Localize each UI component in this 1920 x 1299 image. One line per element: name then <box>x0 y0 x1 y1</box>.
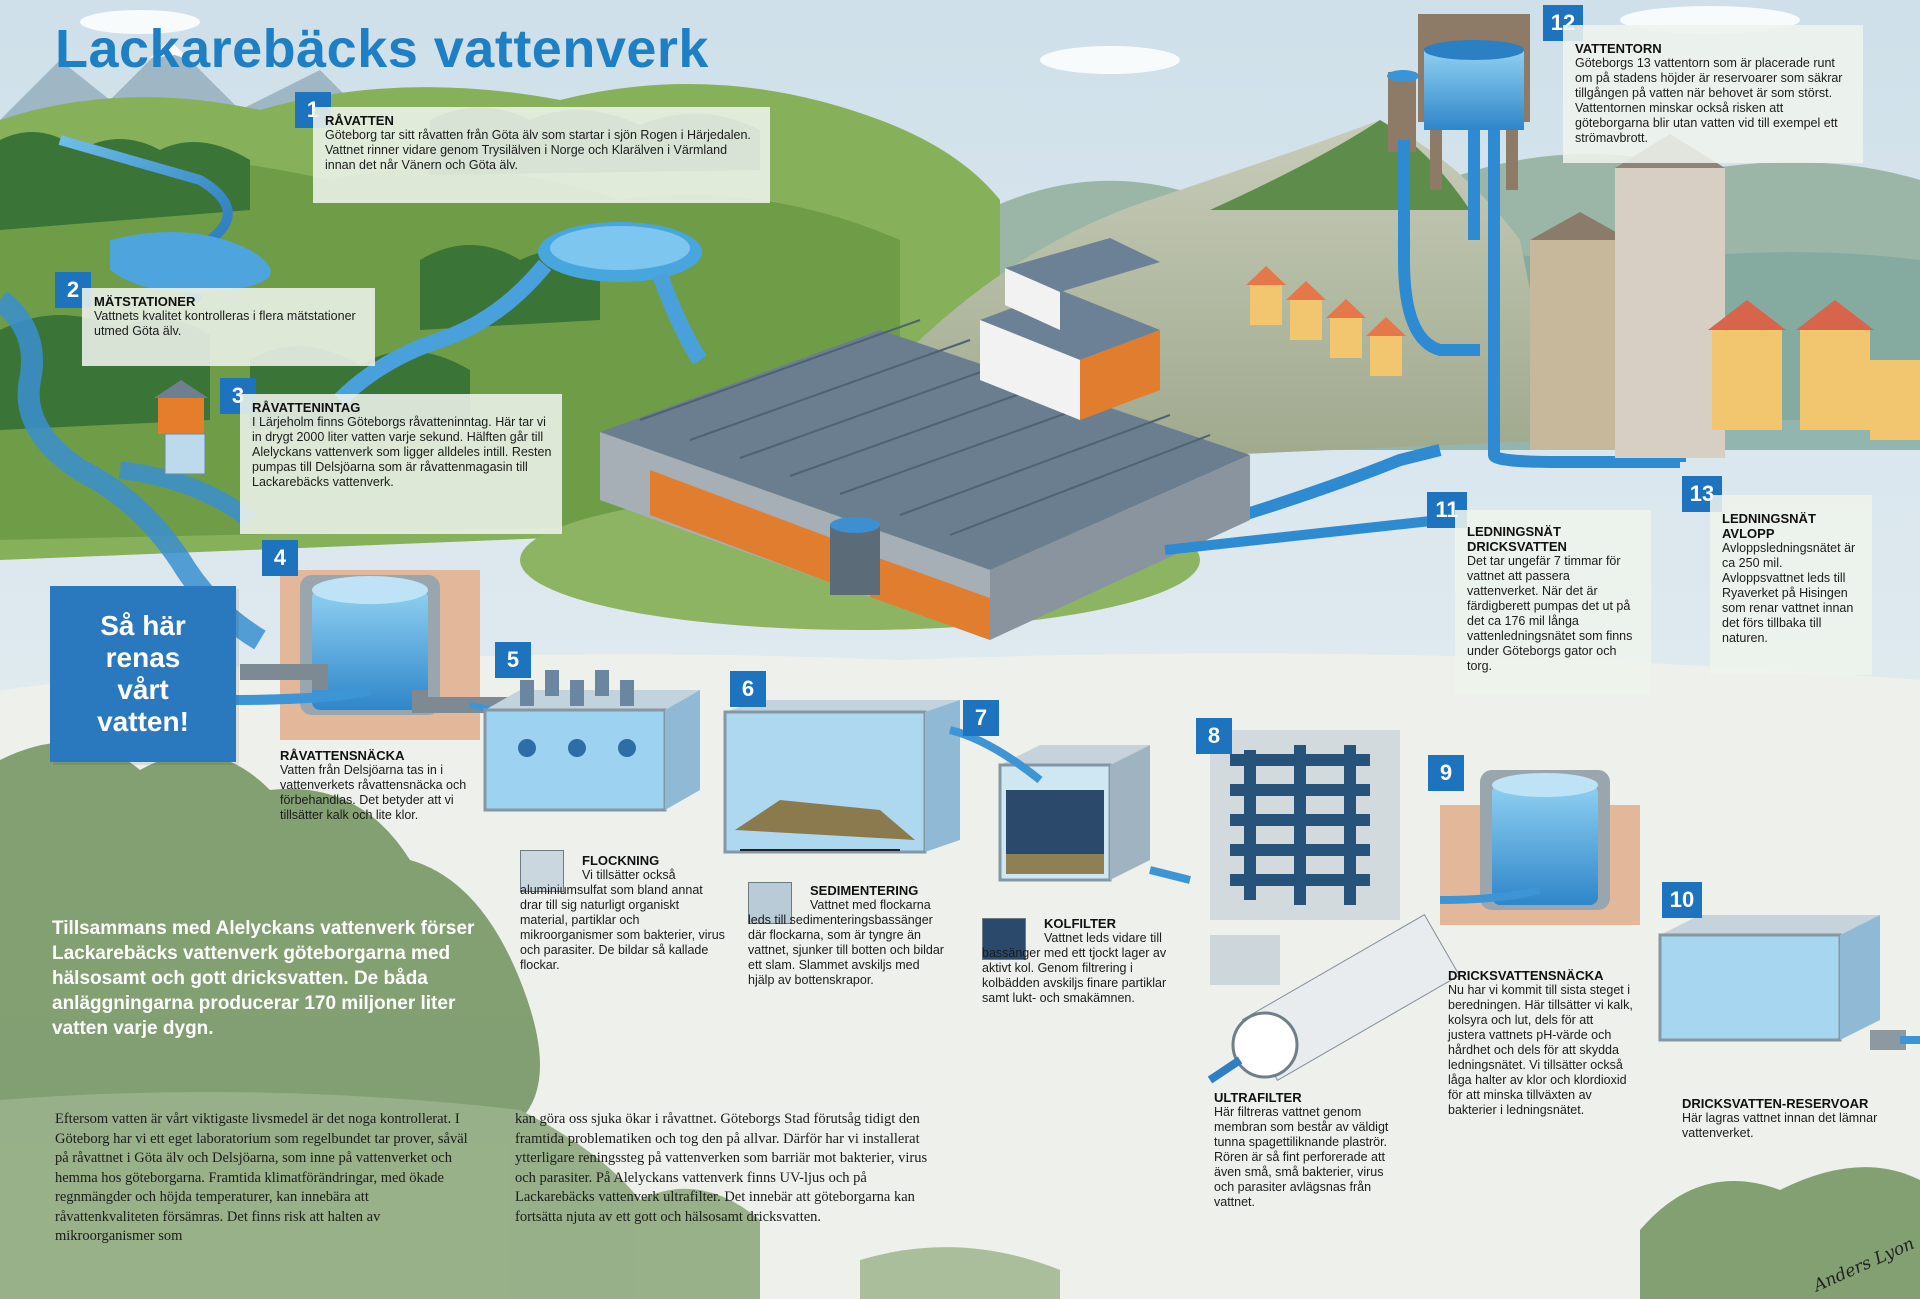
pump-house <box>154 380 208 475</box>
how-we-purify-callout: Så här renas vårt vatten! <box>50 586 236 762</box>
flocking-tank-illustration <box>483 670 700 812</box>
step-10-caption: Dricksvatten-reservoar Här lagras vattne… <box>1682 1096 1882 1141</box>
step-12-box: Vattentorn Göteborgs 13 vattentorn som ä… <box>1563 25 1863 163</box>
step-3-heading: Råvattenintag <box>252 400 361 415</box>
step-1-heading: Råvatten <box>325 113 394 128</box>
step-6-heading: Sedimentering <box>810 883 919 898</box>
carbon-filter-illustration <box>998 745 1191 884</box>
sedimentation-illustration <box>723 700 960 854</box>
summary-text: Tillsammans med Alelyckans vattenverk fö… <box>52 918 475 1039</box>
step-10-heading: Dricksvatten-reservoar <box>1682 1096 1869 1111</box>
flocking-legend-icon <box>520 850 564 892</box>
step-number-10: 10 <box>1662 882 1702 918</box>
step-4-text: Vatten från Delsjöarna tas in i vattenve… <box>280 763 467 822</box>
step-3-box: Råvattenintag I Lärjeholm finns Göteborg… <box>240 394 562 534</box>
step-7-caption: Kolfilter Vattnet leds vidare till bassä… <box>982 916 1174 1006</box>
step-13-heading: Ledningsnät avlopp <box>1722 511 1816 541</box>
article-column-2: kan göra oss sjuka ökar i råvattnet. Göt… <box>515 1111 928 1225</box>
step-5-text: Vi tillsätter också aluminiumsulfat som … <box>520 868 725 972</box>
step-8-caption: Ultrafilter Här filtreras vattnet genom … <box>1214 1090 1394 1210</box>
step-number-8: 8 <box>1196 718 1232 754</box>
step-6-caption: Sedimentering Vattnet med flockarna leds… <box>748 883 948 988</box>
step-8-text: Här filtreras vattnet genom membran som … <box>1214 1105 1389 1209</box>
step-7-heading: Kolfilter <box>1044 916 1116 931</box>
reservoir-illustration <box>1658 915 1920 1050</box>
step-number-11: 11 <box>1427 492 1467 528</box>
step-13-box: Ledningsnät avlopp Avloppsledningsnätet … <box>1710 495 1872 675</box>
step-2-heading: Mätstationer <box>94 294 196 309</box>
step-12-text: Göteborgs 13 vattentorn som är placerade… <box>1575 56 1843 145</box>
step-1-text: Göteborg tar sitt råvatten från Göta älv… <box>325 128 751 172</box>
step-number-4: 4 <box>262 540 298 576</box>
step-number-9: 9 <box>1428 755 1464 791</box>
step-11-heading: Ledningsnät dricksvatten <box>1467 524 1567 554</box>
step-9-caption: Dricksvattensnäcka Nu har vi kommit till… <box>1448 968 1633 1118</box>
step-4-heading: Råvattensnäcka <box>280 748 405 763</box>
sedimentation-legend-icon <box>748 882 792 924</box>
step-2-text: Vattnets kvalitet kontrolleras i flera m… <box>94 309 356 338</box>
step-number-3: 3 <box>220 378 256 414</box>
step-1-box: Råvatten Göteborg tar sitt råvatten från… <box>313 107 770 203</box>
step-number-6: 6 <box>730 671 766 707</box>
step-3-text: I Lärjeholm finns Göteborgs råvatteninnt… <box>252 415 552 489</box>
step-5-heading: Flockning <box>582 853 660 868</box>
step-9-text: Nu har vi kommit till sista steget i ber… <box>1448 983 1633 1117</box>
page-title: Lackarebäcks vattenverk <box>55 19 709 79</box>
drinking-water-snail-illustration <box>1439 770 1640 925</box>
step-7-text: Vattnet leds vidare till bassänger med e… <box>982 931 1167 1005</box>
town <box>1246 134 1920 458</box>
step-12-heading: Vattentorn <box>1575 41 1662 56</box>
step-2-box: Mätstationer Vattnets kvalitet kontrolle… <box>82 288 375 366</box>
step-10-text: Här lagras vattnet innan det lämnar vatt… <box>1682 1111 1878 1140</box>
callout-text: Så här renas vårt vatten! <box>97 610 189 737</box>
water-towers <box>1387 14 1530 190</box>
step-11-text: Det tar ungefär 7 timmar för vattnet att… <box>1467 554 1633 673</box>
treatment-plant <box>520 238 1250 640</box>
step-13-text: Avloppsledningsnätet är ca 250 mil. Avlo… <box>1722 541 1856 645</box>
step-9-heading: Dricksvattensnäcka <box>1448 968 1604 983</box>
step-number-5: 5 <box>495 642 531 678</box>
article-column-1: Eftersom vatten är vårt viktigaste livsm… <box>55 1111 468 1244</box>
step-4-caption: Råvattensnäcka Vatten från Delsjöarna ta… <box>280 748 495 823</box>
carbon-filter-legend-icon <box>982 918 1026 960</box>
step-5-caption: Flockning Vi tillsätter också aluminiums… <box>520 853 725 973</box>
raw-water-snail-illustration <box>229 570 510 740</box>
step-6-text: Vattnet med flockarna leds till sediment… <box>748 898 944 987</box>
foliage <box>0 742 1920 1299</box>
step-8-heading: Ultrafilter <box>1214 1090 1302 1105</box>
step-number-7: 7 <box>963 700 999 736</box>
step-11-box: Ledningsnät dricksvatten Det tar ungefär… <box>1455 510 1651 695</box>
ultrafilter-illustration <box>1207 730 1461 1084</box>
